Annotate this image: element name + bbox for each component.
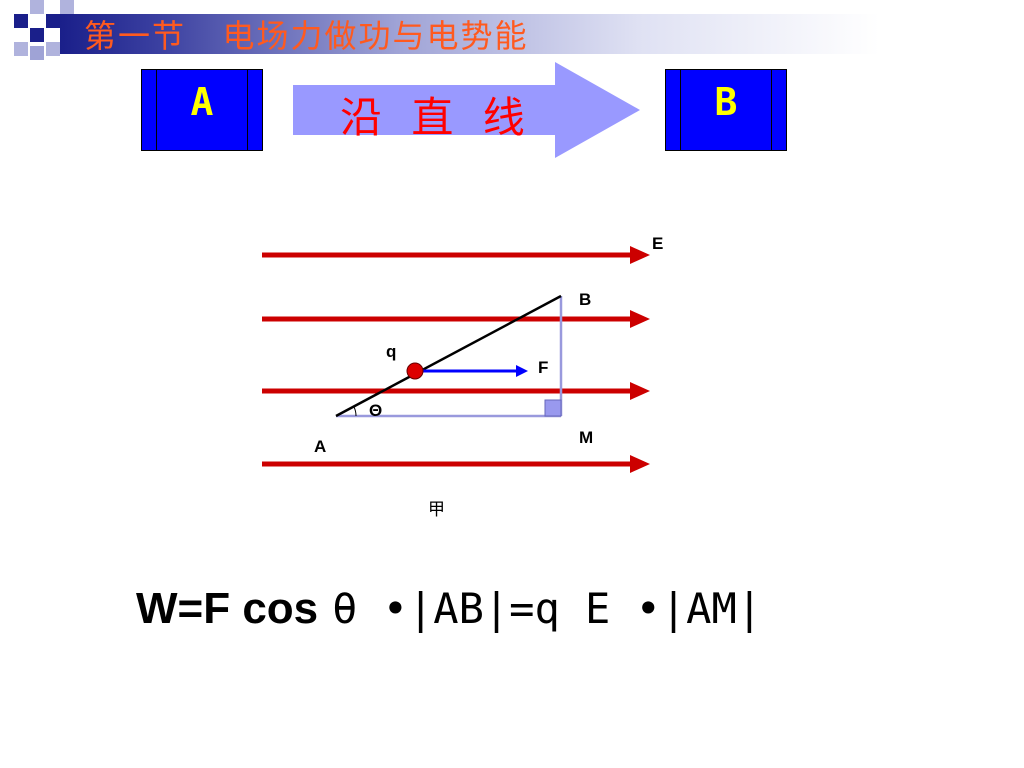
point-a-label: A	[314, 437, 326, 456]
point-m-label: M	[579, 428, 593, 447]
slide-title: 第一节 电场力做功与电势能	[84, 17, 529, 55]
field-label: E	[652, 234, 663, 253]
field-line-arrowhead	[630, 310, 650, 328]
segment-ab	[335, 294, 562, 418]
formula-main: W=F cos	[136, 584, 319, 633]
logo-square	[14, 14, 28, 28]
end-box-label: B	[714, 80, 738, 124]
diagram-caption: 甲	[428, 500, 445, 519]
header-band	[60, 14, 1024, 54]
logo-square	[60, 0, 74, 14]
logo-square	[46, 42, 60, 56]
right-angle-marker	[544, 399, 562, 417]
charge-dot	[406, 362, 424, 380]
point-b-label: B	[579, 290, 591, 309]
logo-square	[30, 0, 44, 14]
charge-label: q	[386, 342, 396, 361]
start-box: A	[141, 69, 263, 151]
field-lines	[262, 246, 650, 473]
arrow-label: 沿 直 线	[340, 93, 533, 142]
start-box-label: A	[190, 80, 214, 124]
logo-square	[30, 46, 44, 60]
force-arrowhead	[516, 365, 528, 377]
field-line-arrowhead	[630, 246, 650, 264]
field-line-arrowhead	[630, 382, 650, 400]
logo-square	[30, 28, 44, 42]
formula-rest: θ •|AB|=q E •|AM|	[332, 584, 763, 633]
logo-square	[46, 14, 60, 28]
field-line-arrowhead	[630, 455, 650, 473]
angle-label: Θ	[369, 401, 382, 420]
end-box: B	[665, 69, 787, 151]
logo-square	[14, 42, 28, 56]
angle-arc	[353, 406, 357, 417]
work-formula: W=F cos θ •|AB|=q E •|AM|	[136, 583, 762, 634]
force-label: F	[538, 358, 548, 377]
